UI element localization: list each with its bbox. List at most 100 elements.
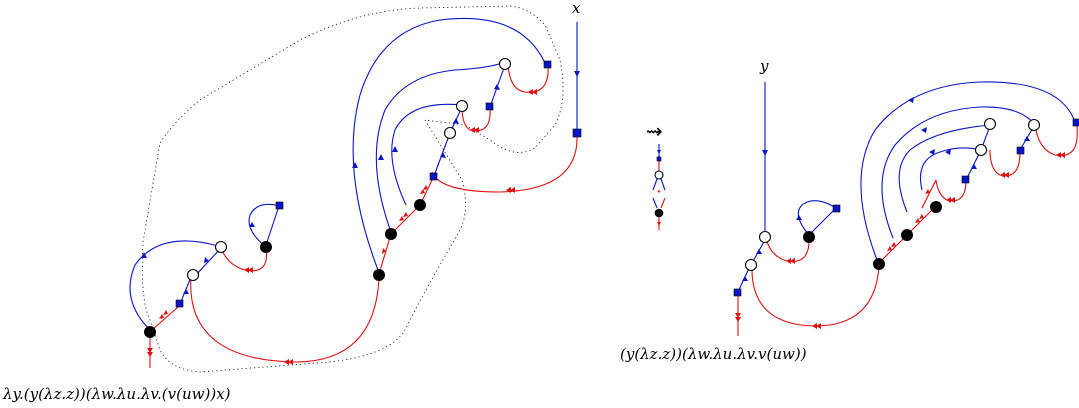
left-var-box-3 xyxy=(429,172,438,181)
left-lambda-node-4 xyxy=(214,240,228,254)
left-spine-red-1-arrow xyxy=(420,185,428,194)
right-term-label: (y(λz.z))(λw.λu.λv.v(uw)) xyxy=(620,345,807,363)
right-red-loop-2-arrow xyxy=(1000,172,1009,178)
left-blue-arc-2-arrow xyxy=(378,154,384,160)
left-lambda-node-1 xyxy=(498,57,512,71)
left-red-arc-bottom-arrow xyxy=(284,359,293,365)
left-lambda-node-3 xyxy=(443,126,457,140)
right-lambda-node-4 xyxy=(758,230,772,244)
left-lower-red-1-arrow xyxy=(159,310,168,319)
rule-lambda-node xyxy=(654,170,664,180)
reduction-step: ⇝ xyxy=(646,119,666,230)
right-lambda-node-2 xyxy=(983,117,997,131)
left-var-box-1 xyxy=(543,60,552,69)
left-term-label: λy.(y(λz.z))(λw.λu.λv.(v(uw))x) xyxy=(2,385,231,403)
left-lambda-node-2 xyxy=(455,99,469,113)
left-red-loop-2 xyxy=(461,106,491,132)
left-var-box-4 xyxy=(275,201,284,210)
left-app-node-4 xyxy=(260,241,272,253)
right-lower-blue-2-arrow xyxy=(742,276,748,281)
right-red-arc-bottom xyxy=(751,264,880,327)
left-var-box-x xyxy=(572,128,582,138)
left-lower-blue-1 xyxy=(194,247,222,277)
left-blue-arc-lower-arrow xyxy=(141,252,147,258)
right-free-variable-y: y xyxy=(759,57,769,75)
right-lambda-node-1 xyxy=(1027,118,1041,132)
left-lower-blue-1-arrow xyxy=(204,257,209,263)
left-graph: x xyxy=(2,0,582,403)
rule-star xyxy=(657,190,661,193)
right-spine-red-2-arrow xyxy=(915,214,924,223)
left-id-blue xyxy=(248,203,280,248)
right-red-loop-2 xyxy=(989,149,1021,177)
left-lambda-node-5 xyxy=(186,268,200,282)
right-spine-red-2 xyxy=(906,205,937,236)
left-lower-blue-2-arrow xyxy=(183,289,189,294)
right-id-blue xyxy=(797,200,837,236)
rule-blue-right xyxy=(660,178,666,191)
right-y-wire-arrow xyxy=(762,150,768,156)
left-blue-arc-1 xyxy=(352,17,546,271)
right-spine-blue-3-arrow xyxy=(971,164,977,169)
rule-red-bottom-arrow xyxy=(657,222,661,226)
left-x-wire-arrow xyxy=(574,71,580,77)
left-free-variable-x: x xyxy=(572,0,581,17)
right-red-loop-1 xyxy=(1035,125,1078,157)
right-var-box-5 xyxy=(733,288,742,297)
left-spine-red-3 xyxy=(378,233,392,275)
left-blue-arc-3 xyxy=(391,103,463,206)
right-id-blue-2 xyxy=(808,207,837,236)
right-blue-arc-1-arrow xyxy=(908,97,914,103)
left-blue-arc-lower xyxy=(129,240,219,331)
right-blue-arc-3-arrow xyxy=(929,149,935,155)
right-red-loop-3-arrow xyxy=(946,197,955,203)
left-app-node-3 xyxy=(373,269,385,281)
right-blue-arc-2-arrow xyxy=(921,127,927,133)
rule-blue-l2 xyxy=(652,197,658,209)
left-spine-red-2 xyxy=(390,204,421,235)
right-blue-arc-4 xyxy=(919,147,982,191)
left-root-red-arrow xyxy=(147,348,153,357)
left-app-node-root xyxy=(144,326,156,338)
right-graph: y xyxy=(620,57,1079,363)
right-lower-blue-1-arrow xyxy=(756,249,762,254)
right-spine-blue-1-arrow xyxy=(1024,136,1030,141)
left-spine-blue-3-arrow xyxy=(440,152,446,158)
left-spine-blue-1-arrow xyxy=(494,84,500,90)
rule-blue-left xyxy=(652,178,658,191)
left-app-node-2 xyxy=(385,228,397,240)
right-app-node-1 xyxy=(930,201,942,213)
right-blue-arc-2 xyxy=(881,106,1035,239)
right-blue-arc-4-arrow xyxy=(945,149,951,155)
left-id-red-arrow xyxy=(244,267,253,273)
right-spine-red-1-arrow xyxy=(925,189,930,194)
rule-app-node xyxy=(654,208,664,218)
left-red-arc-x xyxy=(431,136,578,193)
left-var-box-2 xyxy=(485,102,494,111)
right-lambda-node-5 xyxy=(744,258,758,272)
left-blue-arc-3-arrow xyxy=(392,146,398,152)
rule-var-box xyxy=(656,156,662,162)
right-app-node-5 xyxy=(803,231,815,243)
right-red-arc-bottom-arrow xyxy=(812,323,821,329)
right-root-red-arrow xyxy=(735,313,741,322)
right-blue-arc-3 xyxy=(898,124,991,213)
left-spine-red-3-arrow xyxy=(382,248,386,254)
left-id-blue-2 xyxy=(265,205,280,246)
left-app-node-1 xyxy=(414,199,426,211)
right-app-node-4 xyxy=(873,258,885,270)
right-spine-red-3-arrow xyxy=(887,242,896,251)
right-app-node-3 xyxy=(901,229,913,241)
left-lower-red-1 xyxy=(151,306,179,331)
right-spine-red-1 xyxy=(921,179,937,209)
left-id-blue-arrow xyxy=(249,222,255,227)
left-id-red xyxy=(221,247,268,272)
left-blue-arc-1-arrow xyxy=(352,162,358,168)
left-red-arc-x-arrow xyxy=(506,187,515,193)
right-id-red-arrow xyxy=(786,258,795,264)
right-var-box-3 xyxy=(961,175,970,184)
right-var-box-1 xyxy=(1072,118,1079,127)
right-spine-red-3 xyxy=(878,234,908,264)
reduction-arrow-symbol: ⇝ xyxy=(646,119,663,143)
